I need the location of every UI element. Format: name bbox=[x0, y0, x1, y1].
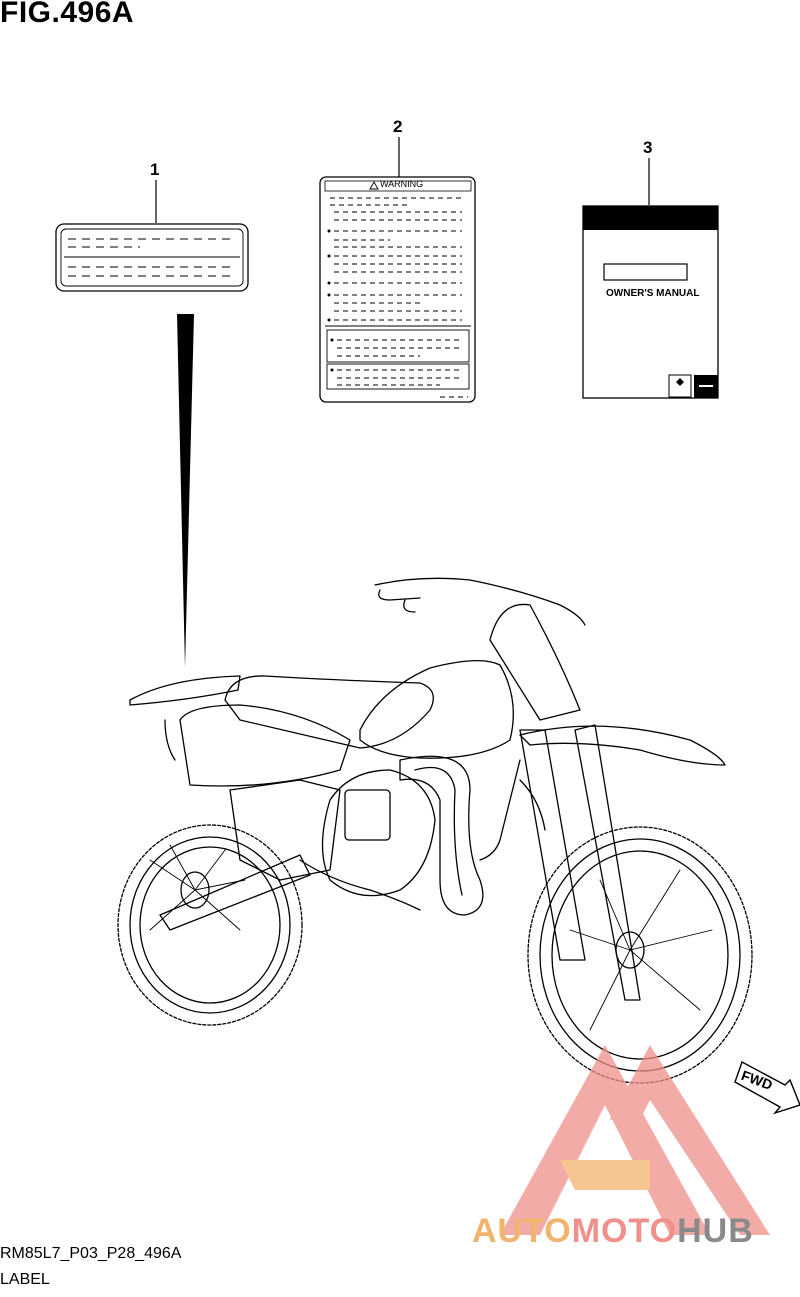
forward-arrow-icon bbox=[734, 1060, 800, 1115]
label-part-1 bbox=[55, 223, 249, 292]
callout-1: 1 bbox=[150, 160, 160, 179]
watermark-hub: HUB bbox=[677, 1212, 754, 1250]
watermark-text: AUTOMOTOHUB bbox=[472, 1212, 754, 1251]
warning-label-part-2 bbox=[319, 176, 476, 403]
location-arrow bbox=[177, 314, 194, 668]
watermark-logo bbox=[500, 1045, 770, 1235]
figure-title: FIG.496A bbox=[0, 0, 135, 29]
watermark-moto: MOTO bbox=[571, 1212, 678, 1250]
owners-manual-part-3 bbox=[582, 205, 719, 399]
figure-code: RM85L7_P03_P28_496A bbox=[0, 1245, 182, 1262]
figure-name: LABEL bbox=[0, 1271, 50, 1288]
callout-2: 2 bbox=[393, 117, 403, 136]
callout-3: 3 bbox=[643, 138, 653, 157]
motorcycle-drawing bbox=[117, 577, 753, 1084]
manual-title: OWNER'S MANUAL bbox=[606, 288, 700, 299]
warning-label-title: WARNING bbox=[380, 179, 424, 189]
watermark-auto: AUTO bbox=[472, 1212, 572, 1250]
